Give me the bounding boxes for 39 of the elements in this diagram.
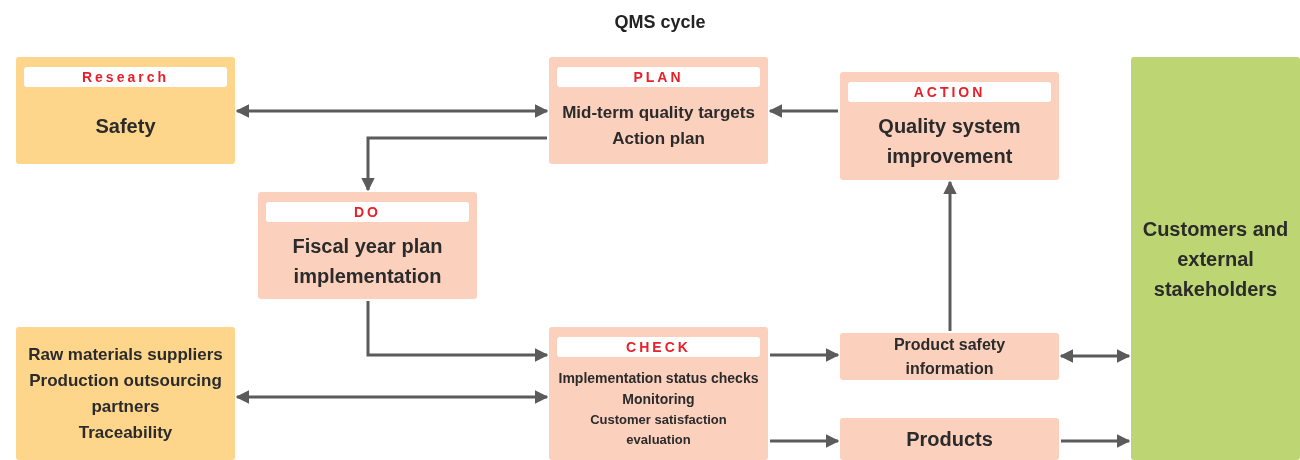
node-text: Traceability: [78, 421, 173, 444]
process-box: [258, 192, 477, 299]
stage-label: DO: [266, 202, 469, 222]
node-text: Product safety information: [892, 334, 1007, 379]
node-text: Production outsourcing partners: [28, 369, 223, 418]
arrow: [943, 180, 957, 331]
arrow: [1059, 349, 1131, 363]
arrow: [235, 390, 549, 404]
node-text: Customers and external stakeholders: [1141, 216, 1290, 302]
node-text: Implementation status checks: [558, 368, 759, 388]
arrow: [770, 434, 840, 448]
node-text: Fiscal year plan implementation: [291, 233, 444, 289]
process-box: [549, 327, 768, 460]
process-box: [840, 72, 1059, 180]
process-box: [16, 57, 235, 164]
arrow: [1061, 434, 1131, 448]
node-text: Safety: [95, 113, 156, 139]
arrow: [768, 104, 838, 118]
arrow: [361, 136, 547, 192]
node-text: Raw materials suppliers: [28, 343, 223, 366]
node-text: Customer satisfaction evaluation: [589, 410, 728, 449]
stage-label: PLAN: [557, 67, 760, 87]
stage-label: ACTION: [848, 82, 1051, 102]
node-text: Quality system improvement: [877, 114, 1022, 169]
stage-label: CHECK: [557, 337, 760, 357]
stakeholder-panel: [1131, 57, 1300, 460]
node-text: Mid-term quality targets: [562, 101, 755, 124]
node-text: Action plan: [612, 127, 705, 150]
process-box: [840, 333, 1059, 380]
node-text: Products: [906, 427, 993, 452]
arrow: [770, 348, 840, 362]
diagram-title: QMS cycle: [613, 12, 707, 33]
arrow: [235, 104, 549, 118]
arrow: [366, 301, 549, 362]
process-box: [840, 418, 1059, 460]
process-box: [549, 57, 768, 164]
stage-label: Research: [24, 67, 227, 87]
node-text: Monitoring: [622, 389, 695, 409]
process-box: [16, 327, 235, 460]
